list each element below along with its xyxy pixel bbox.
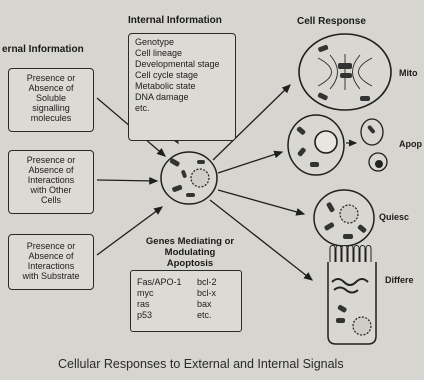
- quiescent-cell: [313, 189, 375, 247]
- box-line: with Substrate: [22, 271, 80, 281]
- box-line: Interactions: [27, 175, 75, 185]
- differentiated-cell: [327, 245, 377, 345]
- internal-item: Genotype: [135, 37, 175, 47]
- external-box-cells: Presence or Absence of Interactions with…: [8, 150, 94, 214]
- box-line: Presence or: [26, 155, 76, 165]
- box-line: Absence of: [28, 83, 74, 93]
- box-line: Absence of: [28, 165, 74, 175]
- arrow-differentiation: [209, 199, 314, 281]
- internal-item: Metabolic state: [135, 81, 196, 91]
- gene-label: bcl-2: [197, 277, 217, 287]
- output-arrows: [209, 84, 314, 281]
- internal-item: Cell lineage: [135, 48, 183, 58]
- box-line: Absence of: [28, 251, 74, 261]
- response-label-mitosis: Mito: [399, 68, 418, 78]
- arrow-cells: [96, 176, 159, 185]
- genes-heading: Genes Mediating or Modulating Apoptosis: [145, 236, 235, 269]
- mitosis-cell: [298, 33, 392, 111]
- external-box-soluble: Presence or Absence of Soluble signallin…: [8, 68, 94, 132]
- box-line: Cells: [40, 195, 61, 205]
- central-cell: [160, 151, 218, 205]
- internal-item: etc.: [135, 103, 150, 113]
- apoptosis-cell: [287, 114, 388, 176]
- response-label-apoptosis: Apop: [399, 139, 422, 149]
- response-label-differentiation: Differe: [385, 275, 414, 285]
- box-line: molecules: [30, 113, 72, 123]
- genes-right-column: bcl-2 bcl-x bax etc.: [197, 277, 217, 321]
- internal-item: DNA damage: [135, 92, 189, 102]
- cell-response-heading: Cell Response: [297, 16, 366, 27]
- gene-label: bcl-x: [197, 288, 217, 298]
- arrow-apoptosis: [217, 150, 284, 174]
- response-label-quiescence: Quiesc: [379, 212, 410, 222]
- box-line: Soluble: [35, 93, 67, 103]
- gene-label: etc.: [197, 310, 212, 320]
- internal-info-heading: Internal Information: [128, 15, 222, 26]
- box-line: Presence or: [26, 241, 76, 251]
- genes-box: Fas/APO-1 myc ras p53 bcl-2 bcl-x bax et…: [130, 270, 242, 332]
- arrow-mitosis: [212, 84, 291, 161]
- arrow-substrate: [96, 206, 164, 256]
- arrow-quiescence: [217, 189, 306, 216]
- gene-label: myc: [137, 288, 154, 298]
- external-info-heading: ernal Information: [2, 44, 84, 55]
- internal-item: Developmental stage: [135, 59, 220, 69]
- external-box-substrate: Presence or Absence of Interactions with…: [8, 234, 94, 290]
- gene-label: bax: [197, 299, 212, 309]
- internal-item: Cell cycle stage: [135, 70, 199, 80]
- box-line: Interactions: [27, 261, 75, 271]
- box-line: signalling: [32, 103, 70, 113]
- gene-label: p53: [137, 310, 153, 320]
- box-line: Presence or: [26, 73, 76, 83]
- genes-left-column: Fas/APO-1 myc ras p53: [137, 277, 182, 321]
- gene-label: Fas/APO-1: [137, 277, 182, 287]
- gene-label: ras: [137, 299, 150, 309]
- internal-info-list: Genotype Cell lineage Developmental stag…: [128, 33, 236, 141]
- box-line: with Other: [30, 185, 72, 195]
- figure-caption: Cellular Responses to External and Inter…: [58, 357, 344, 371]
